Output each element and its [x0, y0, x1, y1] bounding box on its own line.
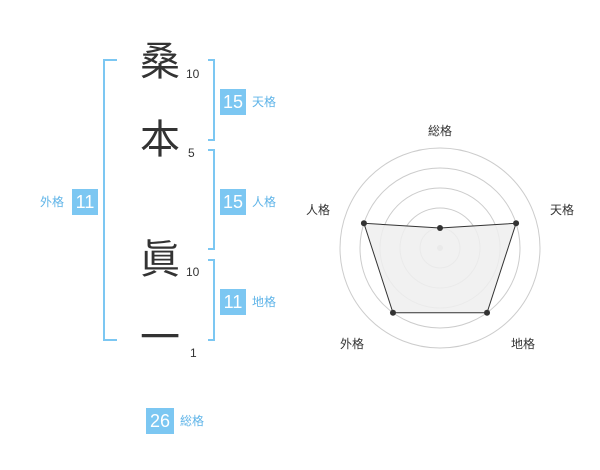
chikaku-label: 地格 — [252, 295, 277, 309]
radar-chart — [339, 147, 541, 349]
gaikaku-label: 外格 — [40, 195, 65, 209]
radar-point-2 — [484, 309, 491, 316]
radar-point-0 — [437, 225, 443, 231]
jinkaku-value-badge: 15 — [220, 189, 246, 215]
radar-points — [360, 220, 520, 316]
stroke-count-2: 5 — [188, 146, 195, 160]
radar-grid-ring — [359, 167, 521, 329]
axis-label-soukaku: 総格 — [428, 124, 453, 138]
axis-label-chikaku: 地格 — [511, 337, 536, 351]
stroke-count-1: 10 — [186, 67, 200, 81]
radar-point-3 — [389, 309, 396, 316]
name-char-2: 本 — [140, 117, 180, 163]
stroke-count-4: 1 — [190, 346, 197, 360]
jinkaku-label: 人格 — [252, 195, 277, 209]
radar-point-1 — [513, 220, 520, 227]
name-char-1: 桑 — [140, 39, 180, 85]
soukaku-value-badge: 26 — [146, 408, 174, 434]
chikaku-value-badge: 11 — [220, 289, 246, 315]
name-char-4: 一 — [140, 315, 180, 361]
axis-label-gaikaku: 外格 — [340, 337, 365, 351]
radar-grid-ring — [339, 147, 541, 349]
gaikaku-value-badge: 11 — [72, 189, 98, 215]
axis-label-tenkaku: 天格 — [550, 203, 575, 217]
stroke-count-3: 10 — [186, 265, 200, 279]
axis-label-jinkaku: 人格 — [306, 203, 331, 217]
radar-point-4 — [360, 220, 367, 227]
name-char-3: 眞 — [140, 237, 180, 283]
radar-area — [363, 222, 517, 314]
tenkaku-label: 天格 — [252, 95, 277, 109]
tenkaku-value-badge: 15 — [220, 89, 246, 115]
soukaku-label: 総格 — [180, 414, 205, 428]
